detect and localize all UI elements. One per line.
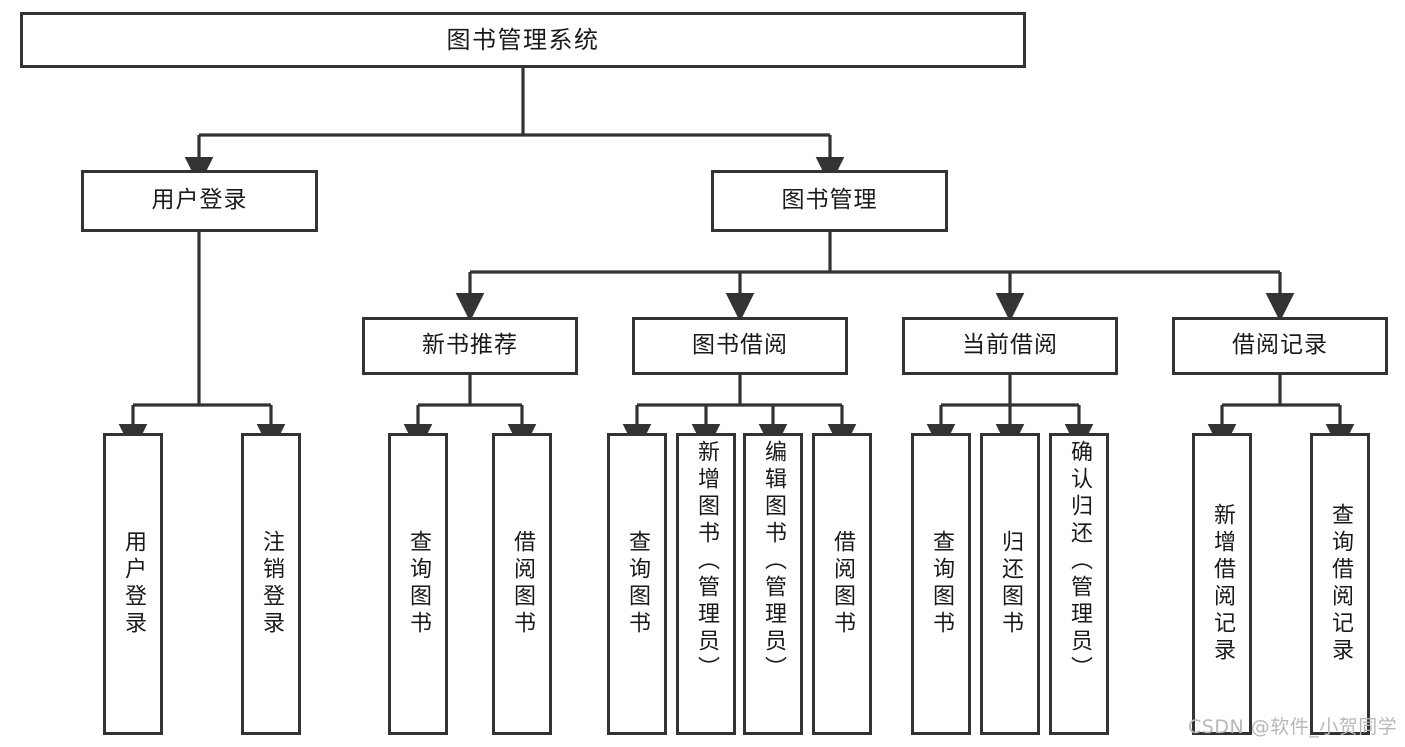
leaf-return-book-label: 归还图书: [998, 530, 1023, 638]
leaf-query-book-borrow-label: 查询图书: [625, 530, 650, 638]
node-book-borrow-label: 图书借阅: [692, 332, 788, 359]
leaf-return-book[interactable]: 归还图书: [980, 433, 1040, 735]
leaf-add-borrow-record-label: 新增借阅记录: [1210, 503, 1235, 665]
leaf-confirm-return-admin[interactable]: 确认归还（管理员）: [1049, 433, 1109, 735]
node-root-system[interactable]: 图书管理系统: [20, 12, 1026, 68]
node-book-management[interactable]: 图书管理: [711, 170, 948, 232]
leaf-query-book-recommend-label: 查询图书: [406, 530, 431, 638]
leaf-borrow-book-recommend-label: 借阅图书: [510, 530, 535, 638]
leaf-query-borrow-record-label: 查询借阅记录: [1328, 503, 1353, 665]
node-new-book-recommend[interactable]: 新书推荐: [362, 317, 578, 375]
leaf-add-borrow-record[interactable]: 新增借阅记录: [1192, 433, 1252, 735]
leaf-user-login[interactable]: 用户登录: [103, 433, 163, 735]
leaf-borrow-book-recommend[interactable]: 借阅图书: [492, 433, 552, 735]
node-book-management-label: 图书管理: [781, 187, 878, 214]
node-borrow-record-label: 借阅记录: [1232, 332, 1328, 359]
node-new-book-recommend-label: 新书推荐: [422, 332, 518, 359]
leaf-logout[interactable]: 注销登录: [241, 433, 301, 735]
leaf-query-book-current[interactable]: 查询图书: [911, 433, 971, 735]
leaf-edit-book-admin-label: 编辑图书（管理员）: [761, 440, 786, 683]
leaf-borrow-book-borrow[interactable]: 借阅图书: [812, 433, 872, 735]
node-user-login[interactable]: 用户登录: [81, 170, 318, 232]
csdn-watermark: CSDN @软件_小贺同学: [1188, 716, 1398, 738]
leaf-user-login-label: 用户登录: [121, 530, 146, 638]
node-borrow-record[interactable]: 借阅记录: [1172, 317, 1388, 375]
node-current-borrow-label: 当前借阅: [962, 332, 1058, 359]
leaf-query-book-recommend[interactable]: 查询图书: [388, 433, 448, 735]
leaf-confirm-return-admin-label: 确认归还（管理员）: [1067, 440, 1092, 683]
leaf-add-book-admin[interactable]: 新增图书（管理员）: [676, 433, 736, 735]
leaf-logout-label: 注销登录: [259, 530, 284, 638]
node-user-login-label: 用户登录: [151, 187, 248, 214]
leaf-query-book-borrow[interactable]: 查询图书: [607, 433, 667, 735]
node-root-system-label: 图书管理系统: [446, 25, 600, 54]
leaf-add-book-admin-label: 新增图书（管理员）: [694, 440, 719, 683]
leaf-edit-book-admin[interactable]: 编辑图书（管理员）: [743, 433, 803, 735]
node-book-borrow[interactable]: 图书借阅: [632, 317, 848, 375]
leaf-query-borrow-record[interactable]: 查询借阅记录: [1310, 433, 1370, 735]
leaf-borrow-book-borrow-label: 借阅图书: [830, 530, 855, 638]
node-current-borrow[interactable]: 当前借阅: [902, 317, 1118, 375]
leaf-query-book-current-label: 查询图书: [929, 530, 954, 638]
